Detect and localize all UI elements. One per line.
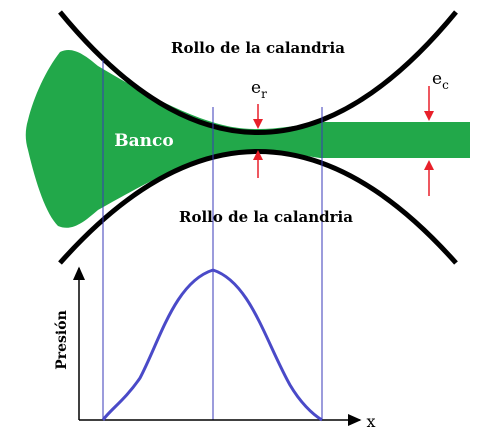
bank-label: Banco	[114, 131, 173, 151]
top-roll	[58, 10, 458, 135]
gap-label: er	[251, 78, 267, 101]
exit-arrow-bottom	[424, 160, 434, 196]
top-roll-label: Rollo de la calandria	[171, 39, 345, 57]
polymer-sheet	[25, 49, 470, 228]
exit-arrow-top	[424, 86, 434, 121]
bottom-roll-label: Rollo de la calandria	[179, 208, 353, 226]
gap-arrow-bottom	[253, 150, 263, 178]
pressure-curve	[101, 268, 323, 422]
gap-arrow-top	[253, 104, 263, 129]
x-axis-label: x	[366, 412, 375, 431]
y-axis-label: Presión	[54, 310, 70, 370]
exit-thickness-label: ec	[432, 69, 449, 92]
